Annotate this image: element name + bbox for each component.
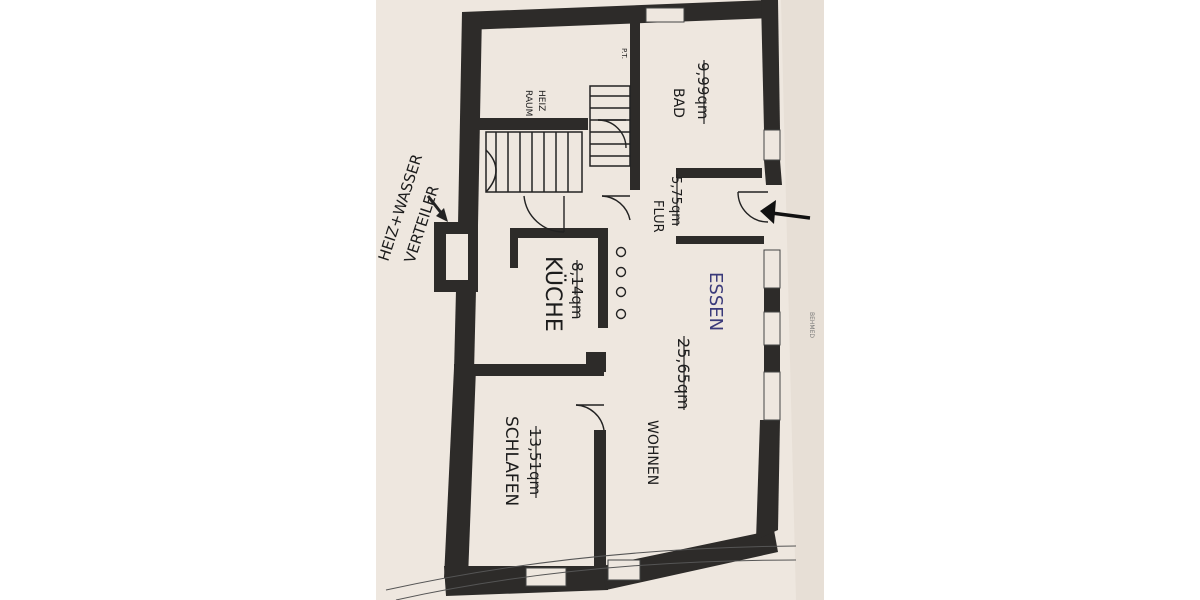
floor-plan-drawing: HEIZ RAUM P.T. BAD 9,99qm FLUR 5,75qm KÜ… bbox=[376, 0, 824, 600]
staircase bbox=[485, 85, 631, 193]
label-bad: BAD bbox=[670, 88, 686, 118]
label-schlafen: SCHLAFEN bbox=[501, 416, 521, 506]
label-stamp: BEHMED bbox=[808, 312, 815, 338]
label-schlafen-area: 13,51qm bbox=[526, 428, 544, 495]
arrow-down-right-icon bbox=[426, 195, 448, 222]
arrow-left-icon bbox=[760, 200, 811, 224]
windows bbox=[525, 7, 781, 587]
label-flur-area: 5,75qm bbox=[668, 176, 683, 226]
paper-shadow bbox=[781, 0, 824, 600]
label-wohnen: WOHNEN bbox=[644, 420, 660, 485]
door-swings bbox=[523, 119, 769, 431]
label-bad-area: 9,99qm bbox=[694, 62, 712, 120]
label-heiz: HEIZ bbox=[536, 90, 546, 111]
label-raum: RAUM bbox=[523, 90, 533, 116]
interior-walls bbox=[454, 22, 764, 566]
stove-circles bbox=[615, 246, 627, 320]
label-pt: P.T. bbox=[620, 48, 628, 59]
label-essen: ESSEN bbox=[705, 272, 726, 331]
label-flur: FLUR bbox=[650, 200, 665, 233]
floor-plan-photo: HEIZ RAUM P.T. BAD 9,99qm FLUR 5,75qm KÜ… bbox=[376, 0, 824, 600]
area-underlines bbox=[535, 60, 705, 498]
outside-steps bbox=[385, 545, 797, 600]
label-kueche: KÜCHE bbox=[540, 256, 566, 332]
